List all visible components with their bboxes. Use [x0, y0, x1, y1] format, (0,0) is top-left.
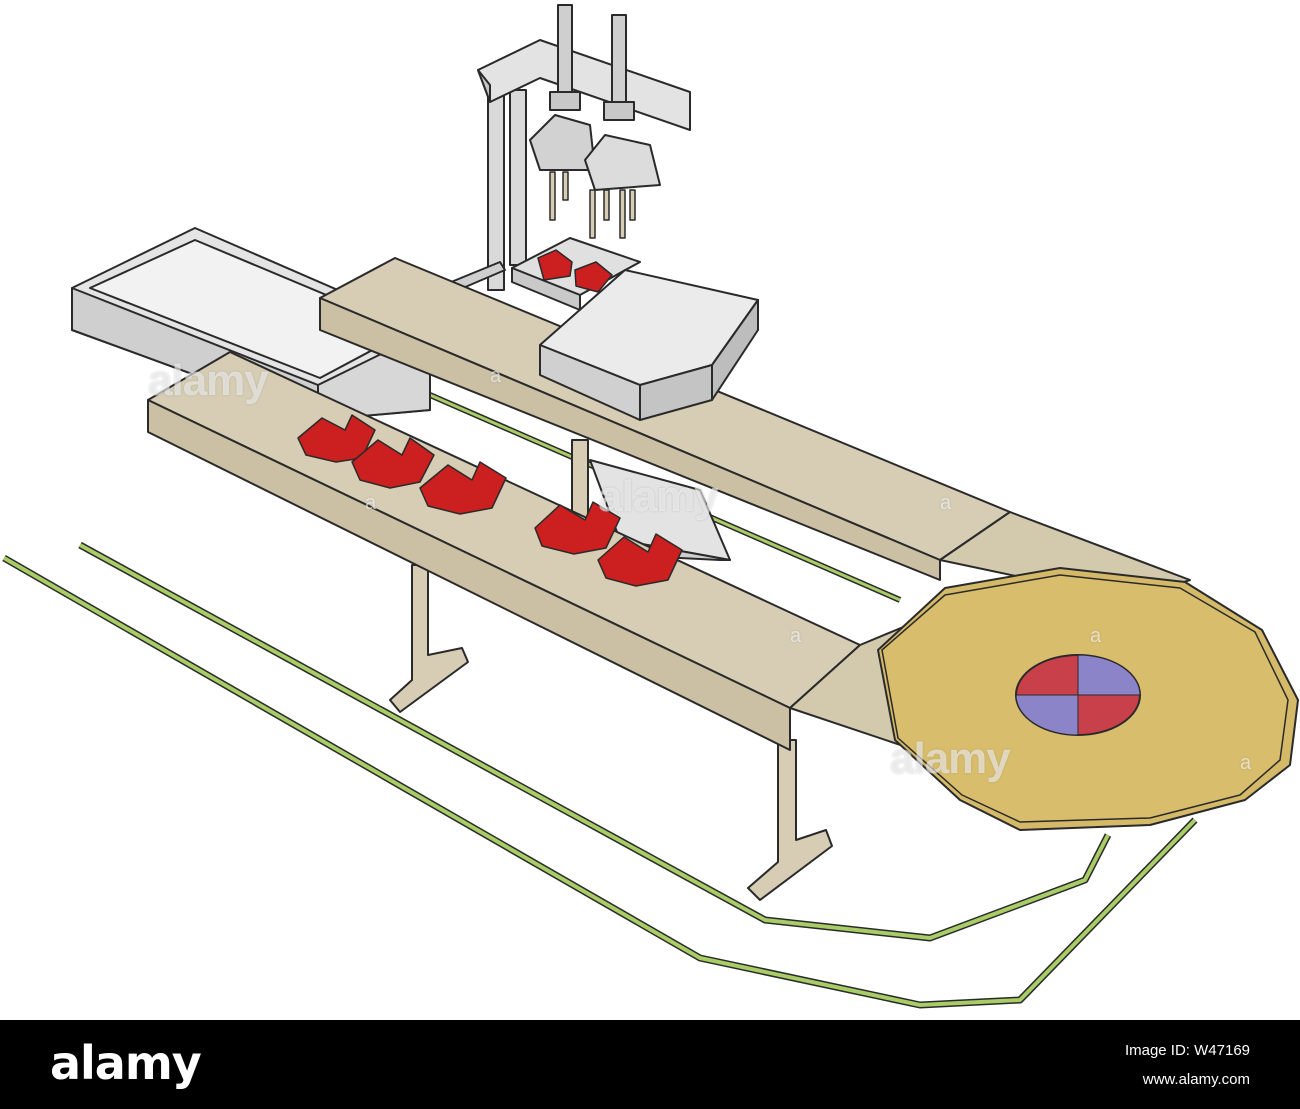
watermark-left: alamy: [148, 356, 269, 405]
conveyor-machine-illustration: [2, 4, 1299, 1009]
watermark-small-5: a: [1240, 752, 1252, 774]
shoe-tray: [511, 237, 641, 311]
watermark-center: alamy: [598, 472, 719, 521]
watermark-small-3: a: [790, 625, 802, 647]
watermark-right: alamy: [890, 734, 1011, 783]
rotating-disc: [877, 567, 1299, 831]
press-unit: [539, 269, 759, 421]
watermark-small-1: a: [490, 365, 502, 387]
watermark-small-4: a: [1090, 625, 1102, 647]
footer-logo: alamy: [50, 1036, 202, 1090]
footer-bar: alamy Image ID: W47169 www.alamy.com: [0, 1020, 1300, 1109]
footer-image-info: Image ID: W47169 www.alamy.com: [1125, 1036, 1250, 1094]
watermark-small-6: a: [365, 492, 377, 514]
image-id-label: Image ID: W47169: [1124, 1042, 1250, 1059]
watermark-small-2: a: [940, 492, 952, 514]
footer-url[interactable]: www.alamy.com: [1142, 1071, 1250, 1088]
shoe-parts: [297, 414, 683, 587]
